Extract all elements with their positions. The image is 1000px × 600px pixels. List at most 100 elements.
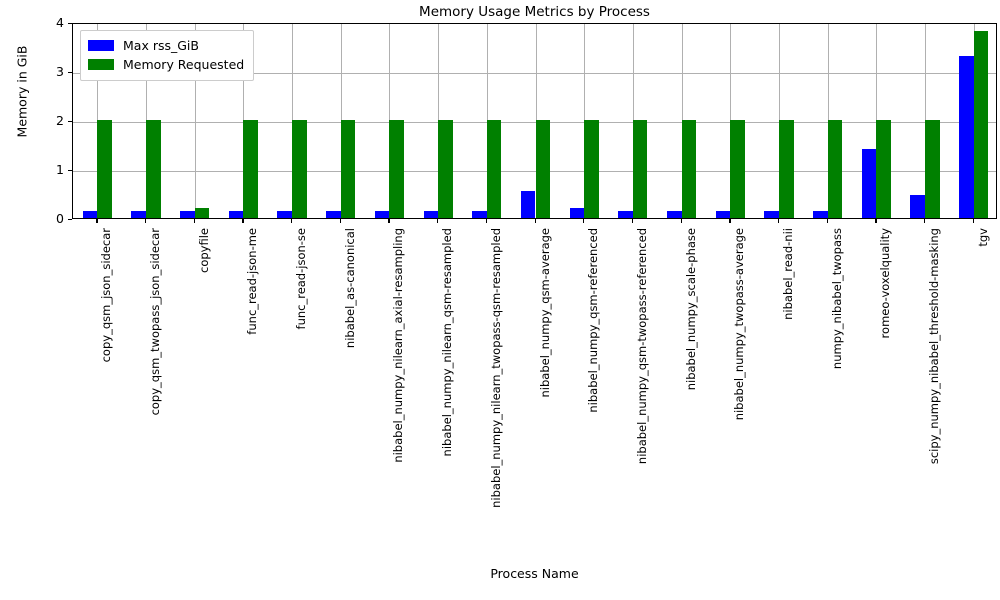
x-tick-mark [631,219,634,223]
bar-memory-requested [584,120,599,218]
bar-max-rss [666,210,682,218]
bar-max-rss [715,210,731,218]
y-tick-label: 3 [56,64,64,79]
x-tick-label: copyfile [196,228,211,273]
bar-memory-requested [876,120,891,218]
bar-max-rss [180,210,195,218]
bar-max-rss [861,149,877,218]
x-tick-mark [972,219,974,223]
bar-memory-requested [681,120,697,218]
x-tick-mark [96,219,98,223]
bar-max-rss [813,210,828,218]
x-tick-label: func_read-json-me [245,228,260,335]
y-axis-label: Memory in GiB [14,45,30,138]
x-tick-label: numpy_nibabel_twopass [829,228,844,370]
chart-title: Memory Usage Metrics by Process [419,4,650,20]
bar-max-rss [959,56,974,218]
bar-max-rss [82,210,98,218]
y-tick-label: 0 [56,211,64,226]
gridline-vertical [194,24,196,218]
x-tick-mark [145,219,147,223]
bar-max-rss [569,208,585,218]
bar-max-rss [374,210,390,218]
gridline-horizontal [73,73,996,74]
bar-memory-requested [438,120,453,218]
x-tick-label: nibabel_numpy_nilearn_twopass-qsm-resamp… [488,228,503,508]
gridline-horizontal [73,122,996,123]
bar-max-rss [277,210,293,218]
x-tick-mark [534,219,536,223]
x-tick-label: copy_qsm_twopass_json_sidecar [148,228,163,416]
y-tick-mark [68,23,72,25]
x-tick-mark [242,219,244,223]
bar-max-rss [326,210,341,218]
x-tick-mark [680,219,682,223]
y-tick-mark [68,219,72,221]
legend-item-memory-requested: Memory Requested [88,55,244,74]
y-tick-mark [68,72,72,74]
bar-max-rss [423,210,439,218]
x-tick-label: scipy_numpy_nibabel_threshold-masking [926,228,941,465]
x-tick-mark [437,219,439,223]
x-tick-mark [485,219,488,223]
bar-memory-requested [535,120,551,218]
legend-swatch-max-rss [88,40,114,51]
x-tick-label: nibabel_numpy_nilearn_qsm-resampled [440,228,455,457]
x-tick-label: nibabel_numpy_nilearn_axial-resampling [391,228,406,463]
bar-memory-requested [292,120,307,218]
legend-label-memory-requested: Memory Requested [123,57,245,72]
x-tick-mark [875,219,877,223]
bar-memory-requested [194,208,210,218]
x-tick-label: copy_qsm_json_sidecar [99,228,114,363]
x-tick-mark [339,219,342,223]
x-tick-label: nibabel_numpy_scale-phase [683,228,698,391]
bar-memory-requested [778,120,794,218]
x-tick-mark [388,219,390,223]
x-tick-mark [777,219,780,223]
x-tick-label: romeo-voxelquality [878,228,893,339]
y-tick-mark [68,170,72,172]
x-tick-label: func_read-json-se [294,228,309,330]
bar-max-rss [520,190,536,218]
legend-item-max-rss: Max rss_GiB [88,36,244,55]
y-tick-label: 4 [56,15,64,30]
x-tick-mark [291,219,293,223]
bar-memory-requested [730,120,745,218]
y-tick-label: 1 [56,162,64,177]
x-tick-mark [729,219,731,223]
x-tick-label: nibabel_numpy_twopass-average [732,228,747,421]
y-tick-label: 2 [56,113,64,128]
bar-memory-requested [389,120,405,218]
bar-memory-requested [827,120,843,218]
x-tick-mark [193,219,195,223]
x-tick-mark [826,219,828,223]
bar-max-rss [472,210,487,218]
bar-max-rss [131,210,146,218]
bar-memory-requested [243,120,258,218]
x-tick-label: nibabel_numpy_qsm-referenced [586,228,601,413]
legend-label-max-rss: Max rss_GiB [123,38,199,53]
bar-max-rss [764,210,779,218]
x-tick-label: nibabel_numpy_qsm-twopass-referenced [634,228,649,465]
bar-memory-requested [486,120,502,218]
bar-memory-requested [146,120,161,218]
gridline-horizontal [73,171,996,172]
x-tick-label: nibabel_numpy_qsm-average [537,228,552,398]
bar-memory-requested [924,120,940,218]
bar-memory-requested [632,120,648,218]
bar-max-rss [228,210,244,218]
bar-memory-requested [973,30,989,218]
bar-memory-requested [340,120,356,218]
x-tick-label: tgv [975,228,990,247]
chart-legend: Max rss_GiB Memory Requested [80,30,255,81]
x-tick-mark [583,219,585,223]
bar-max-rss [910,194,925,218]
x-tick-mark [923,219,926,223]
bar-memory-requested [97,120,112,218]
y-tick-mark [68,121,72,123]
x-tick-label: nibabel_as-canonical [342,228,357,349]
x-tick-label: nibabel_read-nii [780,228,795,320]
legend-swatch-memory-requested [88,59,114,70]
x-axis-label: Process Name [490,566,579,581]
